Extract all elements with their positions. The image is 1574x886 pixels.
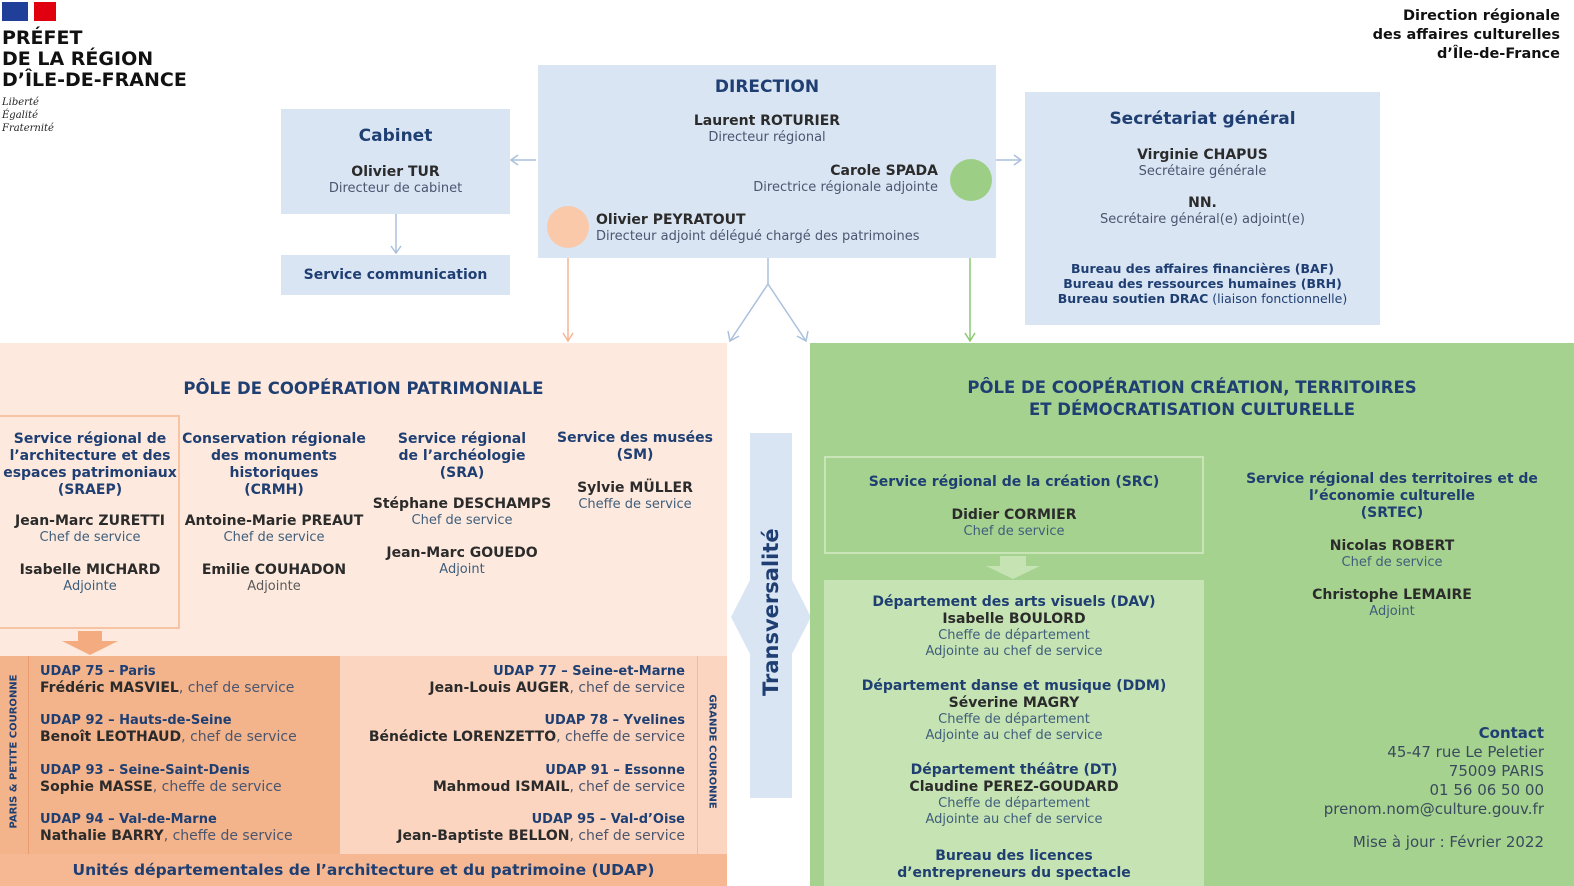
- sra-block: Service régional de l’archéologie (SRA) …: [372, 431, 552, 577]
- src-box: [824, 456, 1204, 554]
- bureau-brh: Bureau des ressources humaines (BRH): [1063, 276, 1342, 291]
- udap-75: UDAP 75 – Paris Frédéric MASVIEL, chef d…: [40, 664, 295, 696]
- bureau-soutien: Bureau soutien DRAC (liaison fonctionnel…: [1057, 291, 1348, 306]
- departments-panel: [824, 580, 1204, 886]
- update-date: Mise à jour : Février 2022: [1352, 833, 1544, 851]
- direction-p2-role: Directrice régionale adjointe: [753, 180, 938, 195]
- ddm-block: Département danse et musique (DDM) Séver…: [861, 678, 1167, 743]
- secretariat-box: Secrétariat général Virginie CHAPUS Secr…: [1025, 92, 1380, 325]
- republic-motto: Liberté Égalité Fraternité: [2, 97, 54, 134]
- udap-92: UDAP 92 – Hauts-de-Seine Benoît LEOTHAUD…: [40, 713, 297, 745]
- direction-p3-name: Olivier PEYRATOUT: [596, 212, 746, 228]
- transversalite-bar: [750, 433, 792, 798]
- departments-list: Département des arts visuels (DAV) Isabe…: [824, 594, 1204, 882]
- service-communication-box: Service communication: [281, 255, 510, 295]
- udap-left-list: UDAP 75 – Paris Frédéric MASVIEL, chef d…: [40, 664, 297, 861]
- srtec-block: Service régional des territoires et de l…: [1246, 471, 1538, 619]
- cabinet-name: Olivier TUR: [351, 164, 440, 180]
- secretariat-title: Secrétariat général: [1109, 109, 1296, 129]
- udap-94: UDAP 94 – Val-de-Marne Nathalie BARRY, c…: [40, 812, 293, 844]
- flag-blue-icon: [2, 2, 28, 21]
- contact-email: prenom.nom@culture.gouv.fr: [1323, 800, 1544, 818]
- direction-box: DIRECTION Laurent ROTURIER Directeur rég…: [538, 65, 996, 258]
- src-block: Service régional de la création (SRC) Di…: [868, 474, 1160, 539]
- sraep-block: Service régional de l’architecture et de…: [3, 431, 177, 594]
- direction-p3-role: Directeur adjoint délégué chargé des pat…: [596, 229, 920, 244]
- secretariat-p1-role: Secrétaire générale: [1138, 164, 1267, 179]
- dav-block: Département des arts visuels (DAV) Isabe…: [872, 594, 1156, 659]
- secretariat-p2-name: NN.: [1188, 195, 1217, 211]
- direction-title: DIRECTION: [714, 77, 820, 97]
- sraep-box: [0, 415, 180, 629]
- contact-block: Contact 45-47 rue Le Peletier 75009 PARI…: [1324, 724, 1544, 852]
- marianne-logo: [2, 2, 56, 21]
- udap-right-panel: [340, 656, 727, 854]
- udap-right-list: UDAP 77 – Seine-et-Marne Jean-Louis AUGE…: [369, 664, 685, 861]
- flag-white-icon: [28, 2, 34, 21]
- contact-title: Contact: [1478, 724, 1544, 742]
- dt-block: Département théâtre (DT) Claudine PEREZ-…: [909, 762, 1119, 827]
- udap-78: UDAP 78 – Yvelines Bénédicte LORENZETTO,…: [368, 713, 685, 745]
- prefet-title: PRÉFET DE LA RÉGION D’ÎLE-DE-FRANCE: [2, 27, 187, 91]
- pole-patrimoniale: [0, 343, 727, 656]
- udap-91: UDAP 91 – Essonne Mahmoud ISMAIL, chef d…: [432, 763, 685, 795]
- udap-left-divider: [28, 656, 29, 854]
- udap-93: UDAP 93 – Seine-Saint-Denis Sophie MASSE…: [40, 763, 282, 795]
- pole-patrimoniale-title: PÔLE DE COOPÉRATION PATRIMONIALE: [183, 379, 544, 398]
- udap-band: Unités départementales de l’architecture…: [0, 854, 727, 886]
- cabinet-box: Cabinet Olivier TUR Directeur de cabinet: [281, 109, 510, 214]
- drac-header: Direction régionale des affaires culture…: [1372, 8, 1560, 62]
- udap-77: UDAP 77 – Seine-et-Marne Jean-Louis AUGE…: [429, 664, 685, 696]
- contact-address: 45-47 rue Le Peletier: [1387, 743, 1544, 761]
- crmh-block: Conservation régionale des monuments his…: [182, 431, 366, 594]
- flag-red-icon: [34, 2, 56, 21]
- udap-band-label: Unités départementales de l’architecture…: [72, 861, 655, 879]
- cabinet-title: Cabinet: [358, 126, 433, 146]
- secretariat-p2-role: Secrétaire général(e) adjoint(e): [1100, 212, 1305, 227]
- pole-creation-title: PÔLE DE COOPÉRATION CRÉATION, TERRITOIRE…: [967, 378, 1417, 419]
- udap-left-panel: [0, 656, 340, 854]
- bureau-baf: Bureau des affaires financières (BAF): [1071, 261, 1334, 276]
- contact-phone: 01 56 06 50 00: [1429, 781, 1544, 799]
- direction-p1-role: Directeur régional: [708, 130, 826, 145]
- sm-block: Service des musées (SM) Sylvie MÜLLER Ch…: [556, 430, 713, 512]
- bureau-licences-block: Bureau des licences d’entrepreneurs du s…: [897, 848, 1131, 881]
- direction-p1-name: Laurent ROTURIER: [693, 113, 841, 129]
- peach-dot: [547, 206, 589, 248]
- udap-right-divider: [697, 656, 698, 854]
- secretariat-p1-name: Virginie CHAPUS: [1137, 147, 1268, 163]
- contact-city: 75009 PARIS: [1448, 762, 1544, 780]
- service-communication-label: Service communication: [303, 267, 488, 283]
- direction-p2-name: Carole SPADA: [830, 163, 938, 179]
- green-dot: [950, 159, 992, 201]
- udap-95: UDAP 95 – Val-d’Oise Jean-Baptiste BELLO…: [397, 812, 685, 844]
- cabinet-role: Directeur de cabinet: [328, 181, 463, 196]
